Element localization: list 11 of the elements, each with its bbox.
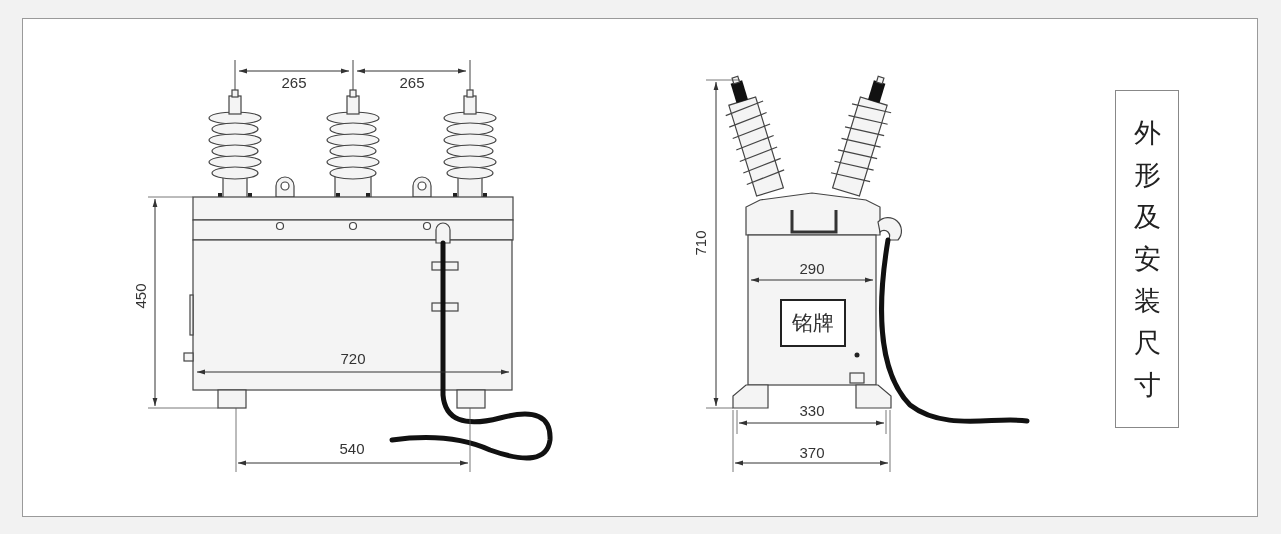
nameplate-box: 铭牌 — [780, 299, 846, 347]
dimension-label: 290 — [799, 261, 825, 277]
dimension-label: 720 — [340, 351, 366, 367]
dimension-label: 710 — [692, 230, 708, 256]
dimension-label: 540 — [339, 441, 365, 457]
title-box: 外形及安装尺寸 — [1115, 90, 1179, 428]
dimension-label: 330 — [799, 403, 825, 419]
dimension-label: 370 — [799, 445, 825, 461]
dimension-label: 450 — [132, 283, 148, 309]
dimension-label: 265 — [399, 75, 425, 91]
dimension-label: 265 — [281, 75, 307, 91]
